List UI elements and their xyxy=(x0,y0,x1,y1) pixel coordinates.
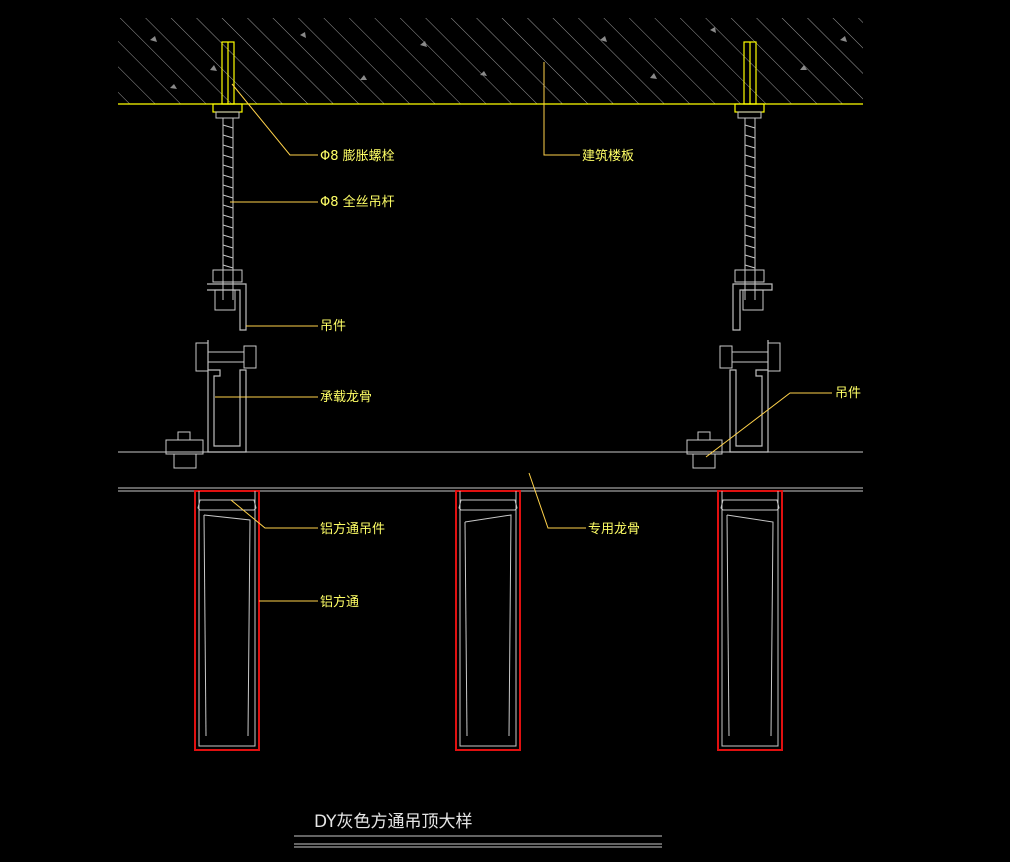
aluminum-tube-2 xyxy=(455,490,521,751)
label-threaded-rod: Φ8 全丝吊杆 xyxy=(320,194,395,210)
left-threaded-rod xyxy=(222,118,234,300)
label-floor-slab: 建筑楼板 xyxy=(582,148,634,164)
label-tube-hanger: 铝方通吊件 xyxy=(320,521,385,537)
left-hanger-bracket xyxy=(207,283,247,331)
label-hanger-right: 吊件 xyxy=(835,386,861,401)
label-expansion-bolt: Φ8 膨胀螺栓 xyxy=(320,149,395,164)
label-special-keel: 专用龙骨 xyxy=(588,522,640,537)
leader-lines xyxy=(215,62,832,602)
drawing-title: DY灰色方通吊顶大样 xyxy=(314,812,473,832)
label-main-keel: 承载龙骨 xyxy=(320,390,372,405)
aluminum-tube-3 xyxy=(717,490,783,751)
aluminum-tube-1 xyxy=(194,490,260,751)
drawing-title-block: DY灰色方通吊顶大样 xyxy=(294,812,662,848)
right-threaded-rod xyxy=(744,118,756,300)
floor-slab xyxy=(118,18,863,105)
left-hanger-assembly xyxy=(165,41,257,469)
special-keel xyxy=(118,451,863,492)
label-hanger-left: 吊件 xyxy=(320,319,346,334)
label-aluminum-tube: 铝方通 xyxy=(320,594,359,610)
right-hanger-bracket xyxy=(732,283,773,331)
right-main-keel xyxy=(729,340,769,453)
left-main-keel xyxy=(207,340,247,453)
right-hanger-assembly xyxy=(686,41,781,469)
